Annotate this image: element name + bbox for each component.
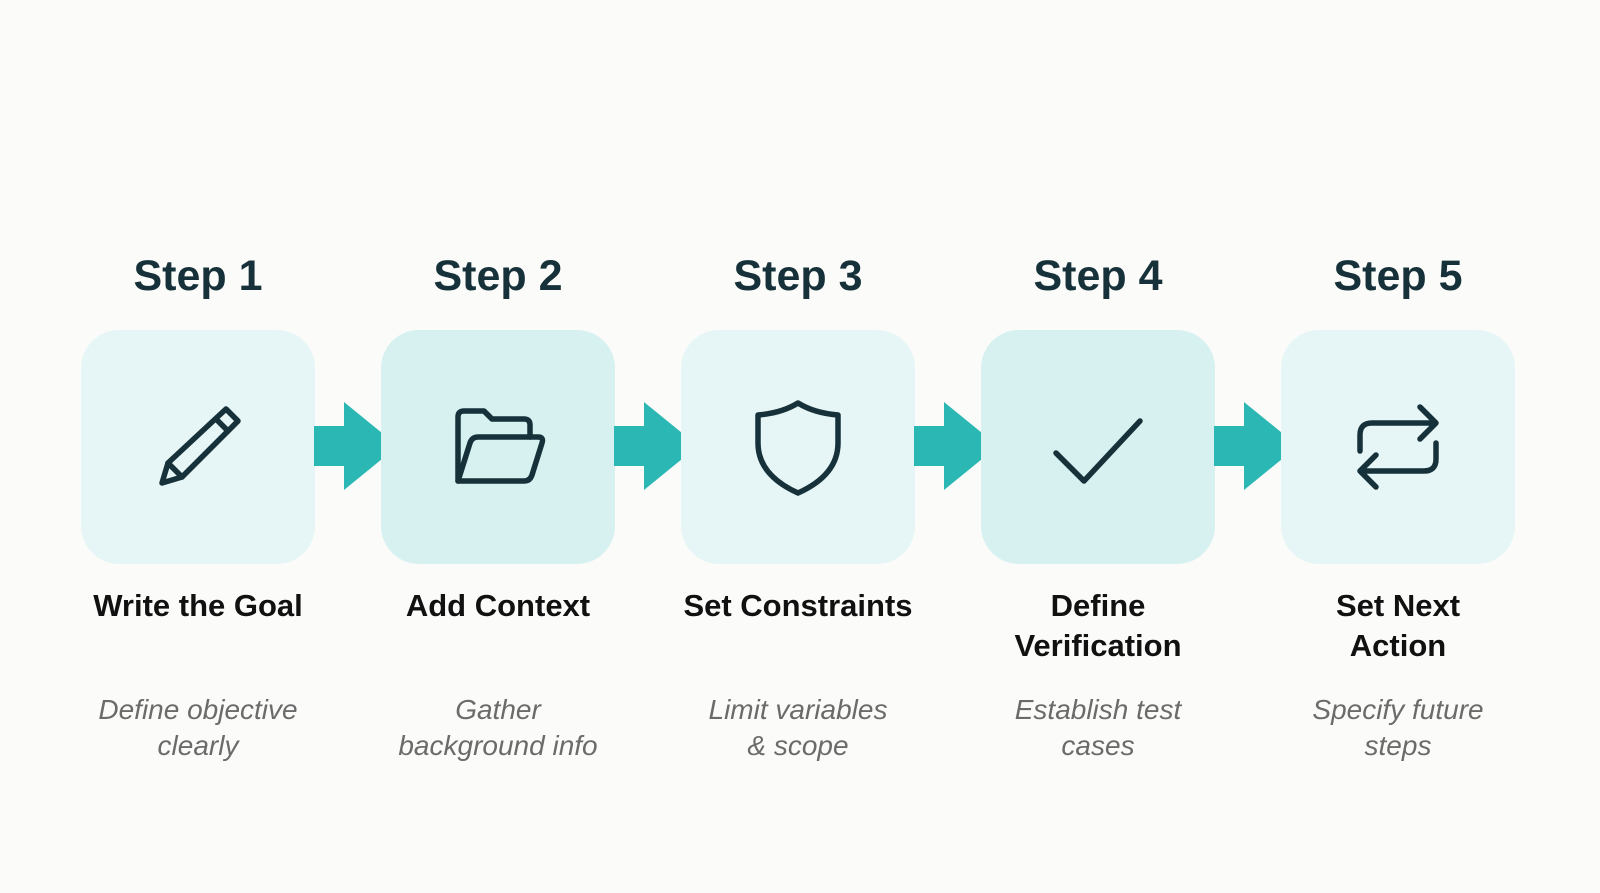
step-name-line: Action (1349, 628, 1447, 663)
step-desc-line: clearly (157, 730, 239, 761)
step-name-line: Write the Goal (93, 588, 303, 623)
step-desc-line: background info (398, 730, 598, 761)
step-description: Gather background info (348, 692, 648, 764)
step-name-line: Set Next (1335, 588, 1461, 623)
step-description: Define objective clearly (48, 692, 348, 764)
arrow-right-icon (314, 402, 398, 490)
step-desc-line: Limit variables (708, 694, 888, 725)
step-name: Set Next Action (1248, 586, 1548, 666)
step-desc-line: Specify future (1312, 694, 1484, 725)
step-description: Specify future steps (1248, 692, 1548, 764)
step-icon-box (381, 330, 615, 564)
step-title: Step 3 (733, 252, 863, 300)
step-name: Write the Goal (48, 586, 348, 626)
step-desc-line: steps (1364, 730, 1432, 761)
step-description: Establish test cases (948, 692, 1248, 764)
step-name-line: Define (1050, 588, 1146, 623)
step-icon-box (981, 330, 1215, 564)
step-icon-box (81, 330, 315, 564)
step-desc-line: Establish test (1014, 694, 1182, 725)
step-title: Step 2 (433, 252, 563, 300)
step-name-line: Verification (1014, 628, 1182, 663)
step-description: Limit variables & scope (648, 692, 948, 764)
arrow-right-icon (914, 402, 998, 490)
step-title: Step 1 (133, 252, 263, 300)
step-icon-box (1281, 330, 1515, 564)
repeat-icon (1348, 397, 1448, 497)
step-icon-box (681, 330, 915, 564)
checkmark-icon (1048, 397, 1148, 497)
step-desc-line: Define objective (98, 694, 298, 725)
pencil-icon (148, 397, 248, 497)
arrow-right-icon (614, 402, 698, 490)
step-name: Add Context (348, 586, 648, 626)
step-title: Step 5 (1333, 252, 1463, 300)
step-desc-line: & scope (747, 730, 849, 761)
folder-icon (448, 397, 548, 497)
step-desc-line: Gather (455, 694, 541, 725)
arrow-right-icon (1214, 402, 1298, 490)
step-name-line: Add Context (405, 588, 591, 623)
step-desc-line: cases (1061, 730, 1135, 761)
shield-icon (748, 397, 848, 497)
step-title: Step 4 (1033, 252, 1163, 300)
step-name: Set Constraints (648, 586, 948, 626)
step-name-line: Set Constraints (683, 588, 913, 623)
step-name: Define Verification (948, 586, 1248, 666)
